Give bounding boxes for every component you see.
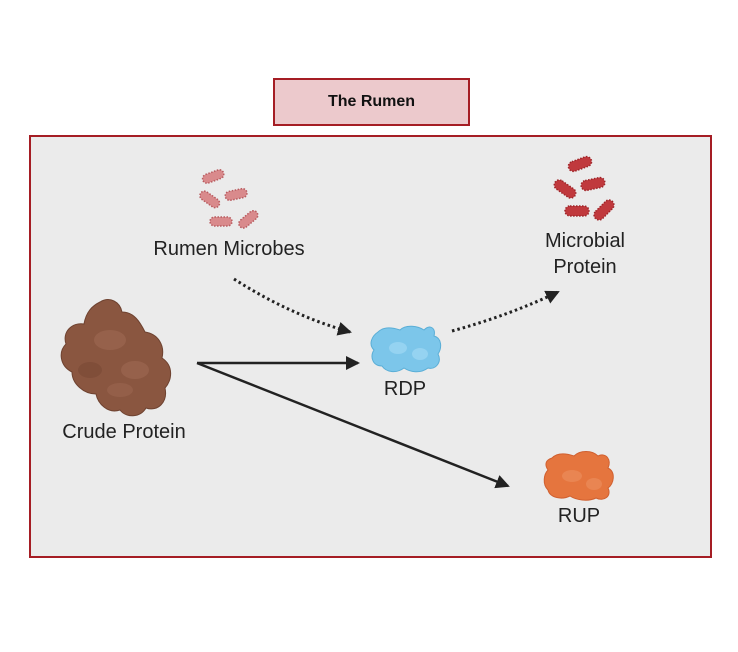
- crude-protein-icon: [60, 299, 172, 417]
- edge-crude-to-rup: [196, 361, 510, 489]
- edge-rdp-to-microbial-protein: [451, 290, 560, 333]
- label-rup: RUP: [557, 505, 601, 527]
- label-microbial-protein-line1: Microbial: [544, 230, 626, 252]
- diagram-title: The Rumen: [327, 93, 416, 110]
- label-crude-protein: Crude Protein: [62, 421, 186, 443]
- rumen-microbes-icon: [199, 168, 259, 229]
- label-microbial-protein-line2: Protein: [553, 256, 617, 278]
- rdp-icon: [370, 325, 442, 373]
- label-microbial-protein: Microbial Protein: [520, 228, 650, 280]
- label-rdp: RDP: [383, 378, 427, 400]
- microbial-protein-icon: [553, 155, 615, 221]
- label-rumen-microbes: Rumen Microbes: [153, 238, 305, 260]
- title-box: The Rumen: [273, 78, 470, 126]
- edge-microbes-to-rdp: [233, 277, 352, 336]
- rup-icon: [543, 451, 614, 501]
